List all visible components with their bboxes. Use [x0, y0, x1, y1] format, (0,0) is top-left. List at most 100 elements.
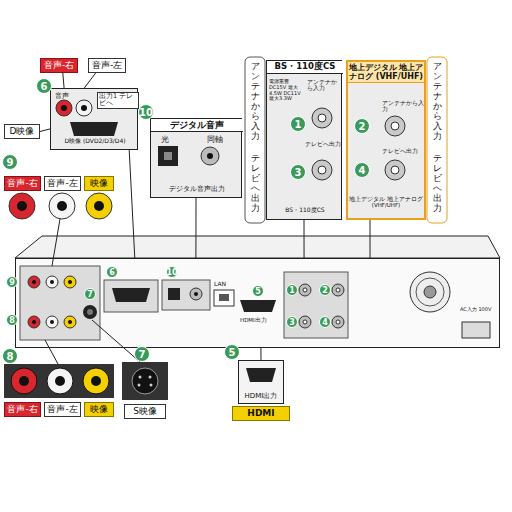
leader-line — [260, 348, 261, 360]
leader-line — [370, 220, 371, 258]
node-text: テレビへ出力 — [433, 154, 442, 213]
hdmi-label: HDMI — [232, 406, 290, 421]
leader-line — [195, 198, 196, 258]
zoom-output1-part — [81, 105, 87, 111]
jack-label: 音声-右 — [4, 176, 41, 191]
node-text: 音声-左 — [47, 404, 77, 414]
callout-number: 5 — [224, 344, 240, 360]
jack-label: 音声-左 — [44, 402, 81, 417]
node-text: 音声-左 — [92, 60, 122, 70]
node-text: HDMI出力 — [239, 392, 283, 400]
rear-digital-audio — [162, 280, 210, 310]
zoom-terrestrial-part — [385, 116, 405, 136]
zoom-s-video — [92, 320, 168, 400]
callout-number: 8 — [2, 348, 18, 364]
fan-and-ac-inlet-part — [416, 278, 444, 306]
output-panel: 音声出力1 テレビへD映像 (DVD2/D3/D4) — [50, 88, 138, 150]
zoom-bs-cs-part — [318, 166, 326, 174]
node-text: アンテナから入力 — [433, 62, 442, 141]
zoom-terrestrial — [346, 57, 447, 223]
node-subtext: 出力1 テレビへ — [97, 92, 139, 109]
leader-line — [40, 129, 50, 132]
callout-number: 8 — [6, 314, 18, 326]
zoom-video-in-2-part — [45, 340, 58, 364]
callout-number: 1 — [286, 284, 298, 296]
node-subtext: テレビへ出力 — [305, 141, 341, 147]
rear-digital-audio-part — [190, 288, 202, 300]
node-text: 地上デジタル 地上アナログ (VHF/UHF) — [348, 62, 424, 83]
zoom-bs-cs-part — [318, 114, 326, 122]
rear-antenna-panel-part — [299, 316, 311, 328]
node-text: アンテナから入力 — [251, 62, 260, 141]
rear-lan-hdmi-part — [219, 294, 229, 301]
jack-label: 音声-左 — [88, 58, 126, 73]
zoom-output1-part — [70, 122, 118, 136]
vertical-label: テレビへ出力 — [248, 148, 263, 220]
jack-label: D映像 — [4, 124, 40, 139]
zoom-bs-cs-part — [266, 60, 342, 220]
rear-jack-panel-part — [83, 305, 97, 319]
zoom-bs-cs-part — [312, 108, 332, 128]
rear-jack-panel-part — [87, 309, 93, 315]
rear-jack-panel-part — [64, 316, 76, 328]
rear-digital-audio-part — [168, 288, 180, 300]
rear-antenna-panel-part — [336, 288, 340, 292]
rear-jack-panel-part — [28, 316, 40, 328]
callout-number: 6 — [36, 78, 52, 94]
rear-lan-hdmi-part — [240, 300, 276, 312]
zoom-video-in-2-part — [4, 364, 114, 398]
zoom-video-in-part — [49, 193, 75, 219]
node-subtext: 電源重畳 DC15V 最大4.5W DC11V 最大3.3W — [269, 79, 305, 102]
zoom-s-video-part — [92, 320, 140, 362]
recorder-body-part — [15, 236, 500, 258]
zoom-digital-audio-part — [201, 147, 219, 165]
jack-label: 音声-左 — [44, 176, 81, 191]
vertical-label: アンテナから入力 — [430, 60, 445, 144]
callout-number: 6 — [106, 266, 118, 278]
zoom-s-video-part — [149, 376, 152, 379]
node-text: S映像 — [133, 406, 157, 416]
zoom-video-in-part — [17, 201, 27, 211]
zoom-digital-audio-part — [207, 153, 213, 159]
leader-line — [63, 73, 64, 88]
callout-number: 9 — [2, 154, 18, 170]
zoom-output1-part — [50, 88, 138, 150]
node-text: LAN — [214, 281, 226, 288]
rear-jack-panel-part — [50, 320, 54, 324]
rear-jack-panel-part — [64, 276, 76, 288]
node-text: 音声-右 — [7, 404, 37, 414]
jack-label: 音声-右 — [4, 402, 41, 417]
zoom-video-in-part — [57, 201, 67, 211]
callout-number: 9 — [6, 276, 18, 288]
zoom-video-in-2-part — [91, 376, 101, 386]
zoom-video-in-2 — [4, 340, 114, 398]
fan-and-ac-inlet-part — [462, 322, 490, 338]
zoom-digital-audio-part — [158, 146, 178, 166]
jack-label: 映像 — [84, 402, 114, 417]
node-subtext: デジタル音声出力 — [151, 185, 243, 193]
rear-jack-panel — [20, 266, 100, 340]
rear-antenna-panel-part — [332, 284, 344, 296]
recorder-rear-panel: LANHDMI出力AC入力 100V — [15, 258, 500, 348]
zoom-video-in-part — [86, 193, 112, 219]
rear-d-port — [104, 280, 158, 312]
zoom-bs-cs — [245, 57, 342, 223]
node-text: 音声-右 — [44, 60, 74, 70]
zoom-digital-audio-part — [164, 152, 172, 160]
zoom-video-in-2-part — [19, 376, 29, 386]
terrestrial-panel: 地上デジタル 地上アナログ (VHF/UHF)アンテナから入力テレビへ出力地上デ… — [346, 60, 426, 220]
node-subtext: 同軸 — [207, 135, 223, 144]
zoom-video-in-2-part — [47, 368, 73, 394]
zoom-output1-part — [61, 105, 67, 111]
rear-jack-panel-part — [28, 276, 40, 288]
leader-line — [129, 150, 135, 258]
node-text: 音声 — [55, 92, 69, 100]
rear-digital-audio-part — [162, 280, 210, 310]
bs-cs-panel: BS・110度CS電源重畳 DC15V 最大4.5W DC11V 最大3.3Wア… — [266, 60, 342, 220]
jack-label: 音声-右 — [40, 58, 78, 73]
zoom-output1-part — [76, 100, 92, 116]
node-text: 音声-左 — [47, 178, 77, 188]
jack-label: 映像 — [84, 176, 114, 191]
callout-number: 10 — [138, 104, 154, 120]
